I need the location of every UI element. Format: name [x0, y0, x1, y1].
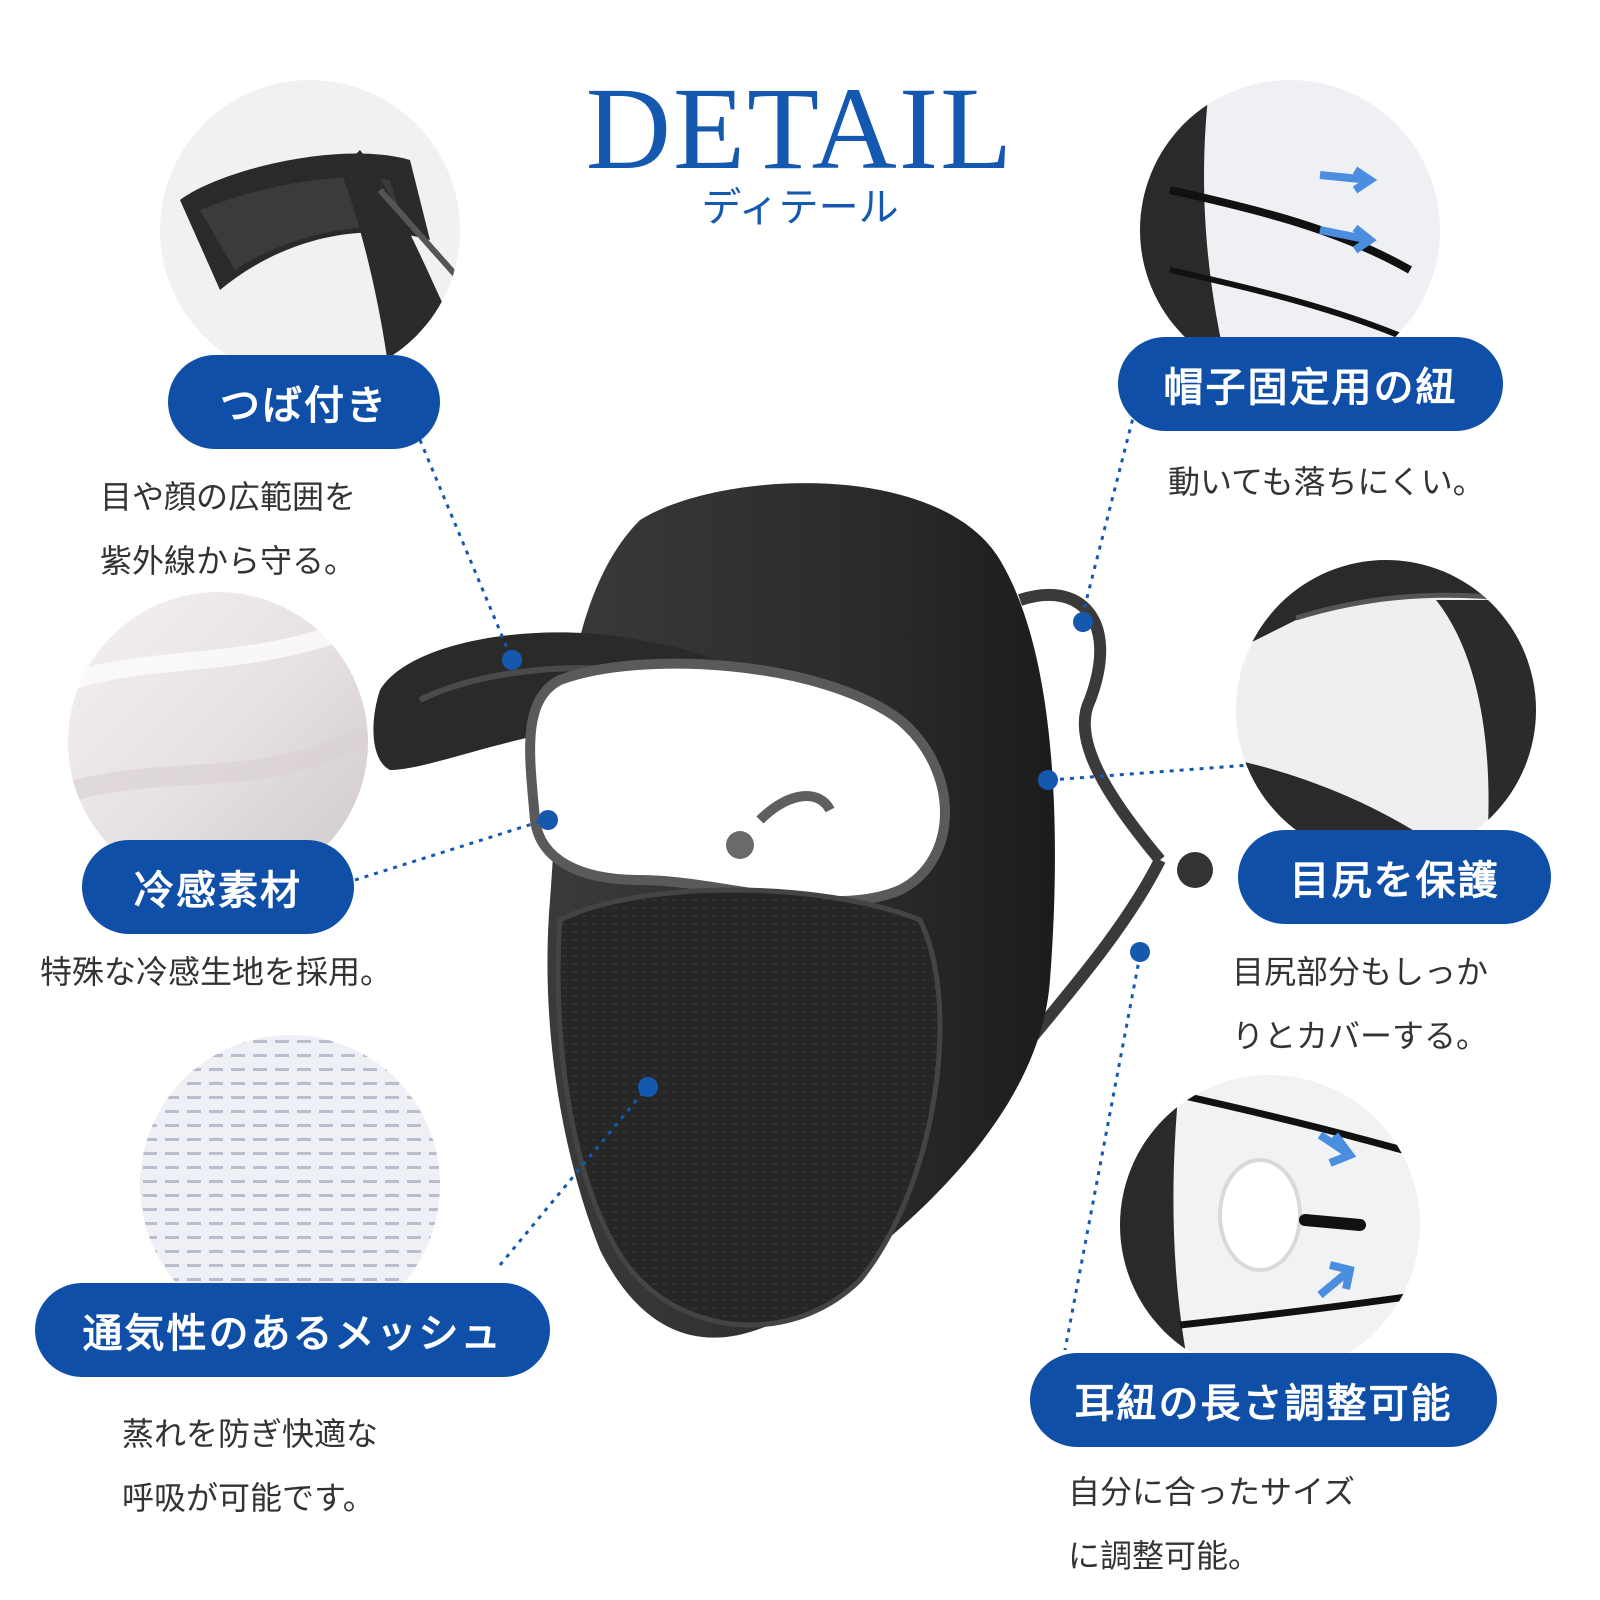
- detail-image-ear-loop: [1120, 1075, 1420, 1375]
- feature-label-eye-corner: 目尻を保護: [1238, 830, 1551, 924]
- feature-label-hat-strap: 帽子固定用の紐: [1118, 337, 1503, 431]
- feature-label-ear-loop: 耳紐の長さ調整可能: [1030, 1353, 1497, 1447]
- feature-desc-ear-loop: 自分に合ったサイズ に調整可能。: [1068, 1473, 1356, 1575]
- page-subtitle: ディテール: [701, 185, 899, 231]
- feature-label-brim: つば付き: [168, 355, 440, 449]
- page-title: DETAIL: [585, 63, 1015, 194]
- feature-label-mesh: 通気性のあるメッシュ: [35, 1283, 550, 1377]
- feature-label-cooling: 冷感素材: [82, 840, 354, 934]
- detail-image-hat-strap: [1140, 80, 1440, 380]
- feature-desc-cooling: 特殊な冷感生地を採用。: [40, 953, 393, 991]
- feature-desc-brim: 目や顔の広範囲を 紫外線から守る。: [100, 478, 357, 580]
- feature-desc-mesh: 蒸れを防ぎ快適な 呼吸が可能です。: [122, 1415, 379, 1517]
- feature-desc-hat-strap: 動いても落ちにくい。: [1168, 463, 1485, 501]
- feature-desc-eye-corner: 目尻部分もしっか りとカバーする。: [1232, 953, 1489, 1055]
